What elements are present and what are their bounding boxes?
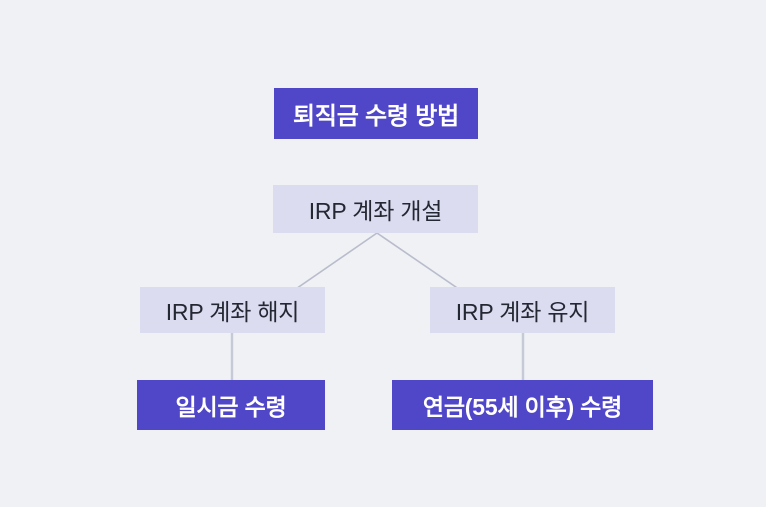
node-irp-account-close[interactable]: IRP 계좌 해지	[140, 287, 325, 333]
node-irp-account-keep[interactable]: IRP 계좌 유지	[430, 287, 615, 333]
node-pension-payout[interactable]: 연금(55세 이후) 수령	[392, 380, 653, 430]
node-root[interactable]: 퇴직금 수령 방법	[274, 88, 478, 139]
node-lumpsum-payout[interactable]: 일시금 수령	[137, 380, 325, 430]
node-irp-account-open[interactable]: IRP 계좌 개설	[273, 185, 478, 233]
diagram-plate	[0, 0, 766, 507]
